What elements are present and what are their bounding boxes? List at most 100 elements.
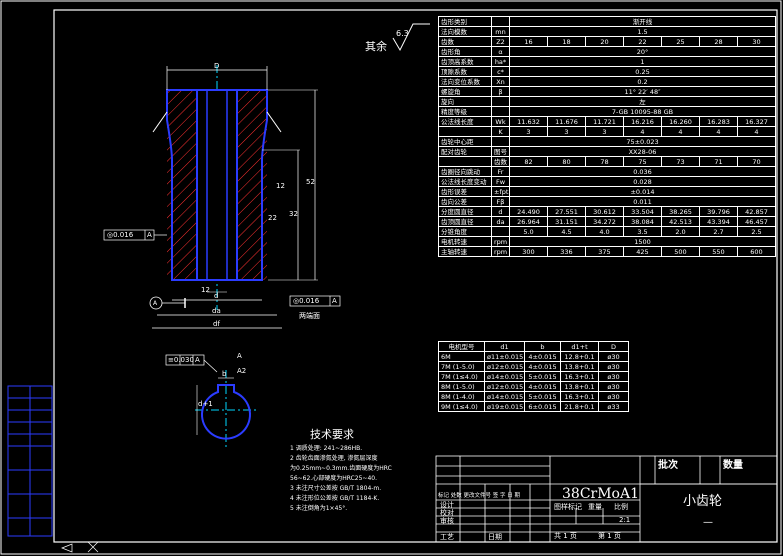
gear-param-name: 配对齿轮 — [438, 146, 492, 157]
motor-header-cell: d1 — [484, 341, 525, 352]
gear-param-name: 分锥角度 — [438, 226, 492, 237]
gear-param-value: 3.5 — [623, 226, 662, 237]
gear-param-symbol: c* — [491, 66, 510, 77]
gear-param-symbol: K — [491, 126, 510, 137]
motor-cell: 4±0.015 — [524, 361, 561, 372]
gear-param-value: 4.0 — [585, 226, 624, 237]
gear-param-value: 0.25 — [509, 66, 776, 77]
dim-52: 52 — [306, 178, 315, 186]
motor-cell: 5±0.015 — [524, 391, 561, 402]
gear-table-row: 旋向 左 — [438, 96, 776, 107]
role-check: 校对 — [440, 509, 454, 517]
gear-param-name: 齿顶高系数 — [438, 56, 492, 67]
gear-param-value: 82 — [509, 156, 548, 167]
revision-labels: 标记 处数 更改文件号 签 字 日 期 — [438, 493, 520, 499]
gear-param-value: 73 — [661, 156, 700, 167]
gear-param-name: 齿形类别 — [438, 16, 492, 27]
gear-param-value: 16.327 — [737, 116, 776, 127]
motor-cell: 8M (1-5.0) — [438, 381, 485, 392]
runout-datum-1: A — [147, 231, 152, 239]
batch-label: 批次 — [658, 460, 678, 471]
tech-req-item: 为0.25mm~0.3mm.齿面硬度为HRC — [290, 465, 392, 472]
section-a2: A2 — [237, 367, 247, 375]
gear-param-name: 公法线长度 — [438, 116, 492, 127]
dim-32: 32 — [289, 210, 298, 218]
gear-param-name: 齿轮中心距 — [438, 136, 492, 147]
gear-param-value: 5.0 — [509, 226, 548, 237]
gear-param-value: 33.504 — [623, 206, 662, 217]
date-label: 日期 — [488, 533, 502, 541]
gear-param-symbol: β — [491, 86, 510, 97]
gear-param-symbol — [491, 226, 510, 237]
gear-param-symbol: da — [491, 216, 510, 227]
gear-param-symbol: d — [491, 206, 510, 217]
gear-param-value: 4 — [623, 126, 662, 137]
gear-param-value: XX28-06 — [509, 146, 776, 157]
gear-param-name — [438, 126, 492, 137]
gear-param-value: 左 — [509, 96, 776, 107]
gear-param-name: 齿形角 — [438, 46, 492, 57]
runout-tolerance-2: ◎0.016 — [293, 297, 320, 305]
role-process: 工艺 — [440, 533, 454, 541]
gear-param-value: 0.2 — [509, 76, 776, 87]
gear-param-value: 1 — [509, 56, 776, 67]
motor-cell: ø30 — [598, 391, 629, 402]
gear-param-value: 4.5 — [547, 226, 586, 237]
motor-cell: ø30 — [598, 351, 629, 362]
dim-df: df — [213, 320, 220, 328]
gear-param-symbol: ha* — [491, 56, 510, 67]
sheet-total: 共 1 页 — [554, 532, 577, 540]
gear-param-symbol — [491, 136, 510, 147]
gear-param-name: 顶隙系数 — [438, 66, 492, 77]
gear-param-value: 425 — [623, 246, 662, 257]
tech-req-item: 2 齿轮齿面渗氮处理, 渗氮层深度 — [290, 455, 378, 462]
keyway-section — [201, 384, 251, 440]
tech-req-item: 1 调质处理: 241~286HB. — [290, 445, 363, 452]
gear-param-symbol: mn — [491, 26, 510, 37]
gear-param-value: 11° 22′ 48″ — [509, 86, 776, 97]
gear-param-symbol: 图号 — [491, 146, 510, 157]
gear-param-value: 0.011 — [509, 196, 776, 207]
gear-param-value: 42.513 — [661, 216, 700, 227]
motor-header-cell: 电机型号 — [438, 341, 485, 352]
left-strip — [7, 385, 53, 537]
gear-param-symbol — [491, 16, 510, 27]
gear-param-value: 70 — [737, 156, 776, 167]
gear-param-symbol: Xn — [491, 76, 510, 87]
gear-param-value: 0.036 — [509, 166, 776, 177]
gear-param-symbol: 齿数 — [491, 156, 510, 167]
gear-param-name: 齿向公差 — [438, 196, 492, 207]
gear-param-value: 600 — [737, 246, 776, 257]
roughness-symbol — [392, 23, 430, 52]
gear-param-name: 齿形误差 — [438, 186, 492, 197]
motor-cell: 21.8+0.1 — [560, 401, 599, 412]
dim-da: da — [212, 307, 221, 315]
part-name: 小齿轮 — [683, 494, 723, 509]
gear-param-value: 4 — [737, 126, 776, 137]
gear-param-name: 法向变位系数 — [438, 76, 492, 87]
gear-param-value: 38.084 — [623, 216, 662, 227]
gear-param-value: 20 — [585, 36, 624, 47]
main-view — [103, 65, 341, 329]
motor-header-cell: D — [598, 341, 629, 352]
motor-cell: ø12±0.015 — [484, 381, 525, 392]
gear-param-symbol: rpm — [491, 236, 510, 247]
dim-12b: 12 — [201, 286, 210, 294]
gear-table-row: 齿形类别渐开线 — [438, 16, 776, 27]
gear-param-value: 3 — [585, 126, 624, 137]
gear-param-name: 旋向 — [438, 96, 492, 107]
